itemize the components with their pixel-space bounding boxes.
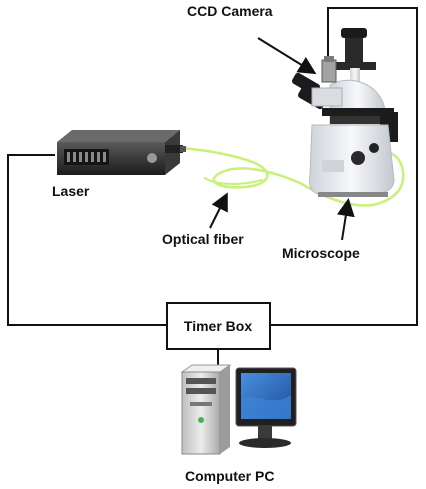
optical-fiber-arrow <box>209 192 228 229</box>
optical-fiber <box>180 146 405 207</box>
microscope-label: Microscope <box>282 245 360 261</box>
laser-device-icon <box>57 130 186 175</box>
timer-box-label: Timer Box <box>184 318 252 334</box>
ccd-camera-label: CCD Camera <box>187 3 273 19</box>
inverted-microscope-icon <box>291 28 398 197</box>
timer-box: Timer Box <box>166 302 271 350</box>
optical-fiber-label: Optical fiber <box>162 231 244 247</box>
optical-fiber-cable <box>180 146 405 207</box>
wire-camera-timer <box>270 7 418 326</box>
desktop-computer-icon <box>180 364 297 455</box>
wire-laser-timer <box>7 154 167 326</box>
microscope-arrow <box>336 198 355 241</box>
wires <box>7 7 418 326</box>
laser-label: Laser <box>52 183 90 199</box>
ccd-camera-icon <box>321 56 337 83</box>
ccd-camera-arrow <box>257 37 317 75</box>
computer-pc-label: Computer PC <box>185 468 274 484</box>
